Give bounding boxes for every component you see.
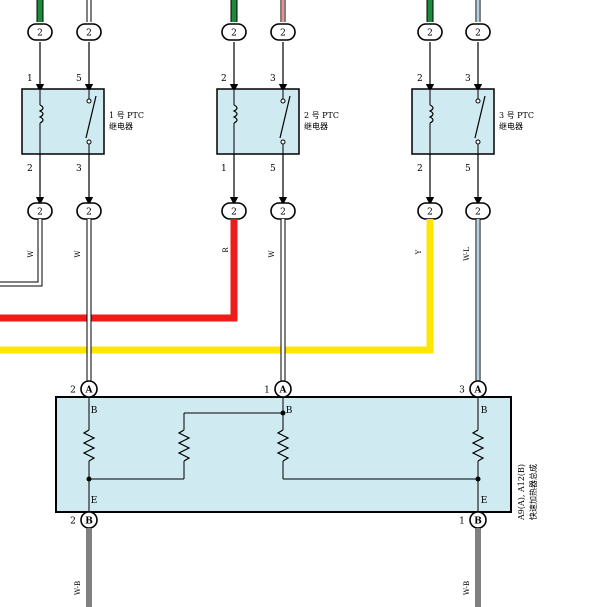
relay-1-subname: 继电器	[109, 121, 133, 131]
bottom-wires	[86, 528, 481, 607]
relay-1-name: 1 号 PTC	[109, 111, 144, 120]
heater-top-pin-2: A 1 B	[264, 380, 293, 416]
wire-label-w-left: W	[27, 250, 35, 258]
connector-ovals: 2 2 2 2 2 2 2 2	[27, 23, 491, 220]
middle-wires	[0, 219, 481, 381]
heater-bottom-pin-1: B 2	[70, 511, 98, 529]
heater-bottom-pin-1-conn: B	[85, 517, 93, 527]
heater-top-pin-1-term: B	[91, 406, 98, 416]
heater-name-line2: 快速加热器总成	[528, 464, 538, 520]
relay-2-pin-tl: 2	[221, 74, 227, 84]
connector-top-2a: 2	[221, 23, 247, 41]
relay-2-pin-tr: 3	[270, 74, 276, 84]
connector-pin-label: 2	[37, 208, 43, 218]
connector-mid-3a: 2	[417, 202, 443, 220]
relay-2-name: 2 号 PTC	[304, 111, 339, 120]
relay-1: 1 5 2 3 1 号 PTC 继电器	[21, 42, 144, 206]
relay-2-subname: 继电器	[304, 121, 328, 131]
relay-3-name: 3 号 PTC	[499, 111, 534, 120]
heater-top-pin-3-num: 3	[459, 386, 465, 396]
connector-pin-label: 2	[427, 208, 433, 218]
connector-top-1b: 2	[76, 23, 102, 41]
connector-pin-label: 2	[427, 29, 433, 39]
connector-top-3b: 2	[465, 23, 491, 41]
connector-pin-label: 2	[475, 208, 481, 218]
heater-top-pin-1-num: 2	[70, 386, 76, 396]
relay-2-pin-br: 5	[270, 164, 276, 174]
heater-top-pin-2-term: B	[286, 406, 293, 416]
connector-mid-2b: 2	[270, 202, 296, 220]
heater-top-pin-2-conn: A	[279, 386, 288, 396]
connector-mid-1b: 2	[76, 202, 102, 220]
wire-label-y: Y	[415, 249, 423, 255]
connector-mid-2a: 2	[221, 202, 247, 220]
wire-label-wb-left: W-B	[74, 581, 82, 595]
connector-mid-1a: 2	[27, 202, 53, 220]
connector-pin-label: 2	[475, 29, 481, 39]
top-wires	[36, 0, 481, 22]
relay-1-pin-tr: 5	[76, 74, 82, 84]
heater-bottom-pin-2-term: E	[481, 496, 488, 506]
heater-assembly: A 2 B A 1 B A 3 B	[55, 380, 538, 529]
relay-3-pin-bl: 2	[417, 164, 423, 174]
heater-bottom-pin-1-term: E	[91, 496, 98, 506]
connector-top-3a: 2	[417, 23, 443, 41]
wire-label-r: R	[222, 247, 230, 253]
relay-1-pin-br: 3	[76, 164, 82, 174]
relay-3: 2 3 2 5 3 号 PTC 继电器	[411, 42, 534, 206]
wire-labels: W W R W Y W-L W-B W-B	[27, 247, 471, 595]
connector-top-1a: 2	[27, 23, 53, 41]
relay-3-pin-tr: 3	[465, 74, 471, 84]
relay-2: 2 3 1 5 2 号 PTC 继电器	[216, 42, 339, 206]
relay-3-subname: 继电器	[499, 121, 523, 131]
connector-pin-label: 2	[280, 208, 286, 218]
connector-mid-3b: 2	[465, 202, 491, 220]
relay-2-pin-bl: 1	[221, 164, 227, 174]
relay-3-pin-br: 5	[465, 164, 471, 174]
relay-1-pin-tl: 1	[27, 74, 33, 84]
heater-bottom-pin-2: B 1	[459, 511, 487, 529]
connector-pin-label: 2	[231, 208, 237, 218]
heater-top-pin-3-term: B	[481, 406, 488, 416]
wire-label-w2: W	[268, 250, 276, 258]
heater-bottom-pin-2-conn: B	[474, 517, 482, 527]
connector-top-2b: 2	[270, 23, 296, 41]
wire-label-w1: W	[74, 250, 82, 258]
relay-3-pin-tl: 2	[417, 74, 423, 84]
connector-pin-label: 2	[86, 208, 92, 218]
heater-bottom-pin-1-num: 2	[70, 517, 76, 527]
heater-bottom-pin-2-num: 1	[459, 517, 465, 527]
connector-pin-label: 2	[86, 29, 92, 39]
connector-pin-label: 2	[37, 29, 43, 39]
heater-top-pin-2-num: 1	[264, 386, 270, 396]
heater-top-pin-3-conn: A	[474, 386, 483, 396]
wire-label-wl: W-L	[463, 247, 471, 261]
relay-1-pin-bl: 2	[27, 164, 33, 174]
connector-pin-label: 2	[231, 29, 237, 39]
heater-name-line1: A9(A), A12(B)	[517, 464, 526, 521]
connector-pin-label: 2	[280, 29, 286, 39]
heater-top-pin-1-conn: A	[85, 386, 94, 396]
wire-label-wb-right: W-B	[463, 581, 471, 595]
